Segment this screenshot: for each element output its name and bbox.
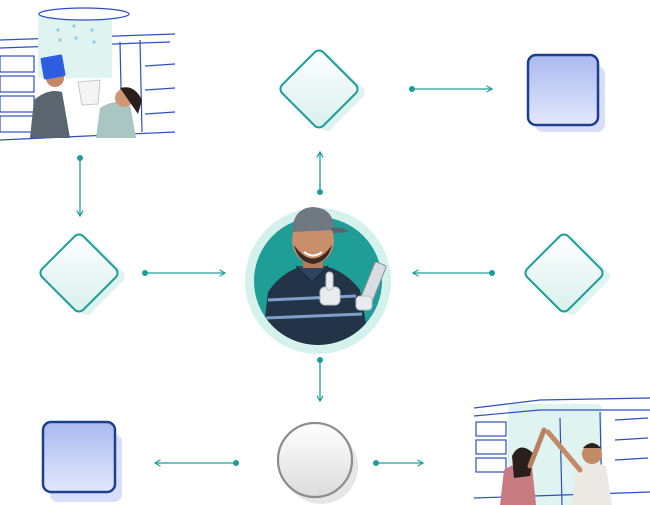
connector-right-diamond-to-plumber	[411, 269, 495, 277]
connector-plumber-to-circle	[316, 357, 324, 403]
diamond-top-icon	[279, 49, 365, 131]
connector-top-diamond-to-square	[409, 85, 494, 93]
square-bottom-left-icon	[41, 420, 122, 502]
plumber-thumbs-up-icon	[245, 207, 391, 354]
connector-leak-to-left-diamond	[76, 155, 84, 218]
connector-circle-to-celebration	[373, 459, 425, 467]
connector-plumber-to-top-diamond	[316, 150, 324, 195]
clipboard-icon	[355, 261, 387, 311]
circle-bottom-icon	[276, 421, 358, 504]
connector-circle-to-square	[153, 459, 239, 467]
square-top-right-icon	[526, 53, 605, 132]
connector-left-diamond-to-plumber	[142, 269, 227, 277]
ceiling-leak-buckets-icon	[0, 7, 176, 141]
diamond-right-icon	[524, 233, 610, 315]
thumbs-up-glove-icon	[319, 271, 341, 306]
high-five-room-icon	[473, 397, 650, 505]
diamond-left-icon	[39, 233, 125, 315]
